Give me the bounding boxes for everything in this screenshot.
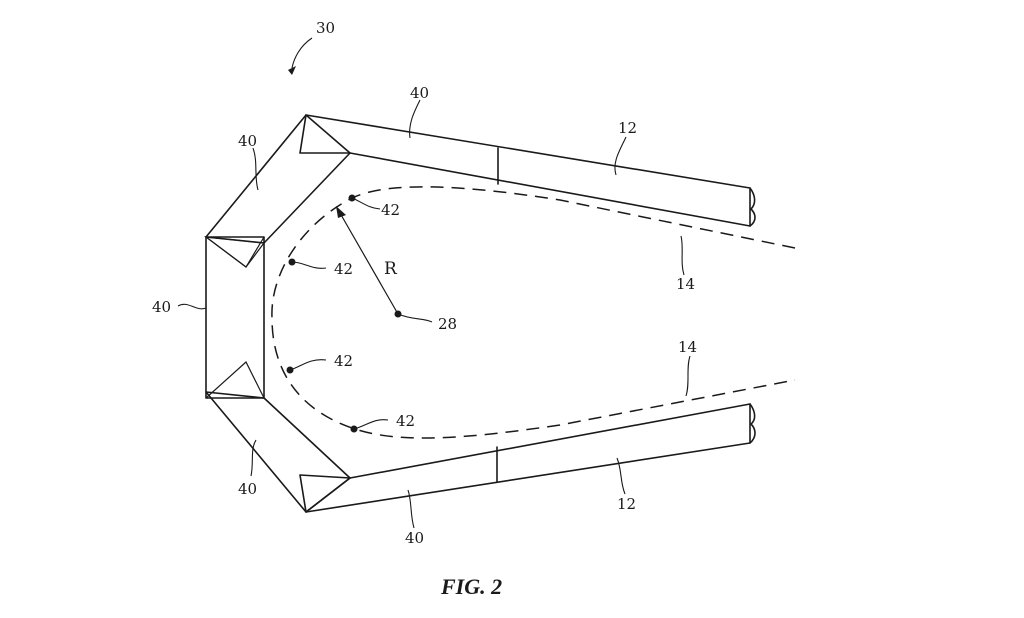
label-segment: 40 [152, 298, 171, 316]
left-segment [205, 236, 265, 399]
label-rail: 12 [618, 119, 637, 137]
label-radius: R [384, 259, 398, 279]
label-segment: 40 [238, 132, 257, 150]
lower-left-segment [205, 391, 351, 513]
upper-rail [305, 114, 756, 227]
label-point: 42 [396, 412, 415, 430]
radius-arrow [336, 206, 399, 315]
label-path: 14 [678, 338, 697, 356]
label-point: 42 [334, 260, 353, 278]
label-center-point: 28 [438, 315, 457, 333]
leader-lines [177, 37, 691, 529]
label-segment: 40 [238, 480, 257, 498]
dashed-path [271, 186, 796, 439]
label-point: 42 [334, 352, 353, 370]
label-point: 42 [381, 201, 400, 219]
upper-left-segment [203, 114, 351, 268]
label-path: 14 [676, 275, 695, 293]
label-segment: 40 [405, 529, 424, 547]
lower-rail [305, 403, 756, 513]
label-segment: 40 [410, 84, 429, 102]
label-rail: 12 [617, 495, 636, 513]
figure-caption: FIG. 2 [440, 574, 502, 599]
label-assembly: 30 [316, 19, 335, 37]
